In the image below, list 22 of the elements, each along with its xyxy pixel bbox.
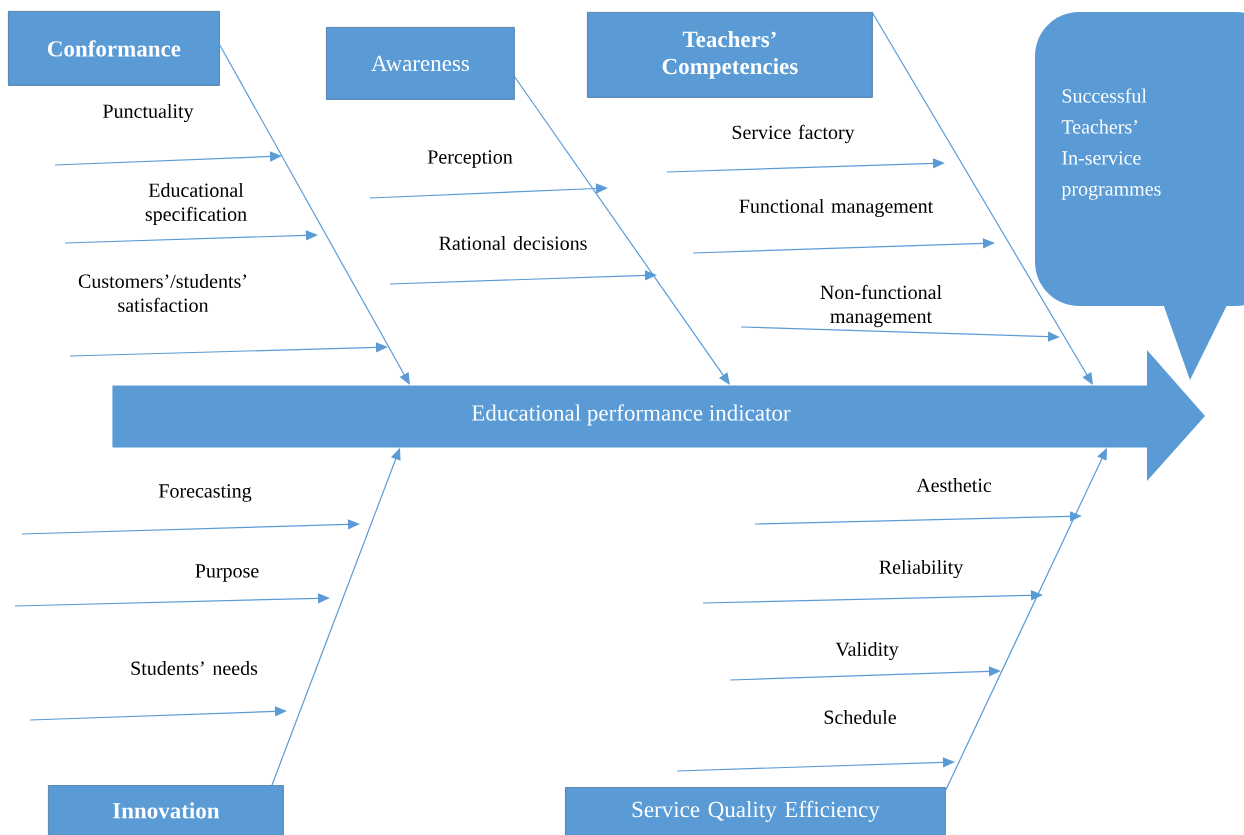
- cause-label: Purpose: [195, 564, 259, 582]
- callout-bubble: Successful Teachers’ In-service programmes: [1035, 12, 1244, 380]
- cause-label: Reliability: [879, 559, 964, 579]
- cause-label: Non-functional management: [820, 284, 942, 328]
- cause-label: Educational specification: [145, 182, 247, 226]
- cause-label: Functional management: [739, 198, 934, 218]
- cause-label: Rational decisions: [439, 235, 587, 251]
- bone-arrow: [514, 76, 730, 385]
- category-box: Teachers’ Competencies: [587, 12, 873, 98]
- cause-label: Schedule: [824, 709, 896, 725]
- cause-label: Customers’/students’ satisfaction: [78, 273, 247, 313]
- category-box: Innovation: [48, 785, 284, 835]
- category-box: Awareness: [326, 27, 515, 100]
- category-box: Conformance: [8, 11, 220, 86]
- category-box: Service Quality Efficiency: [565, 787, 946, 835]
- bone-arrow: [871, 11, 1093, 385]
- cause-label: Service factory: [732, 124, 855, 144]
- cause-label: Perception: [427, 150, 513, 168]
- cause-label: Students’ needs: [131, 660, 258, 676]
- cause-label: Validity: [835, 641, 899, 661]
- cause-label: Punctuality: [103, 103, 194, 123]
- bone-arrow: [219, 44, 410, 385]
